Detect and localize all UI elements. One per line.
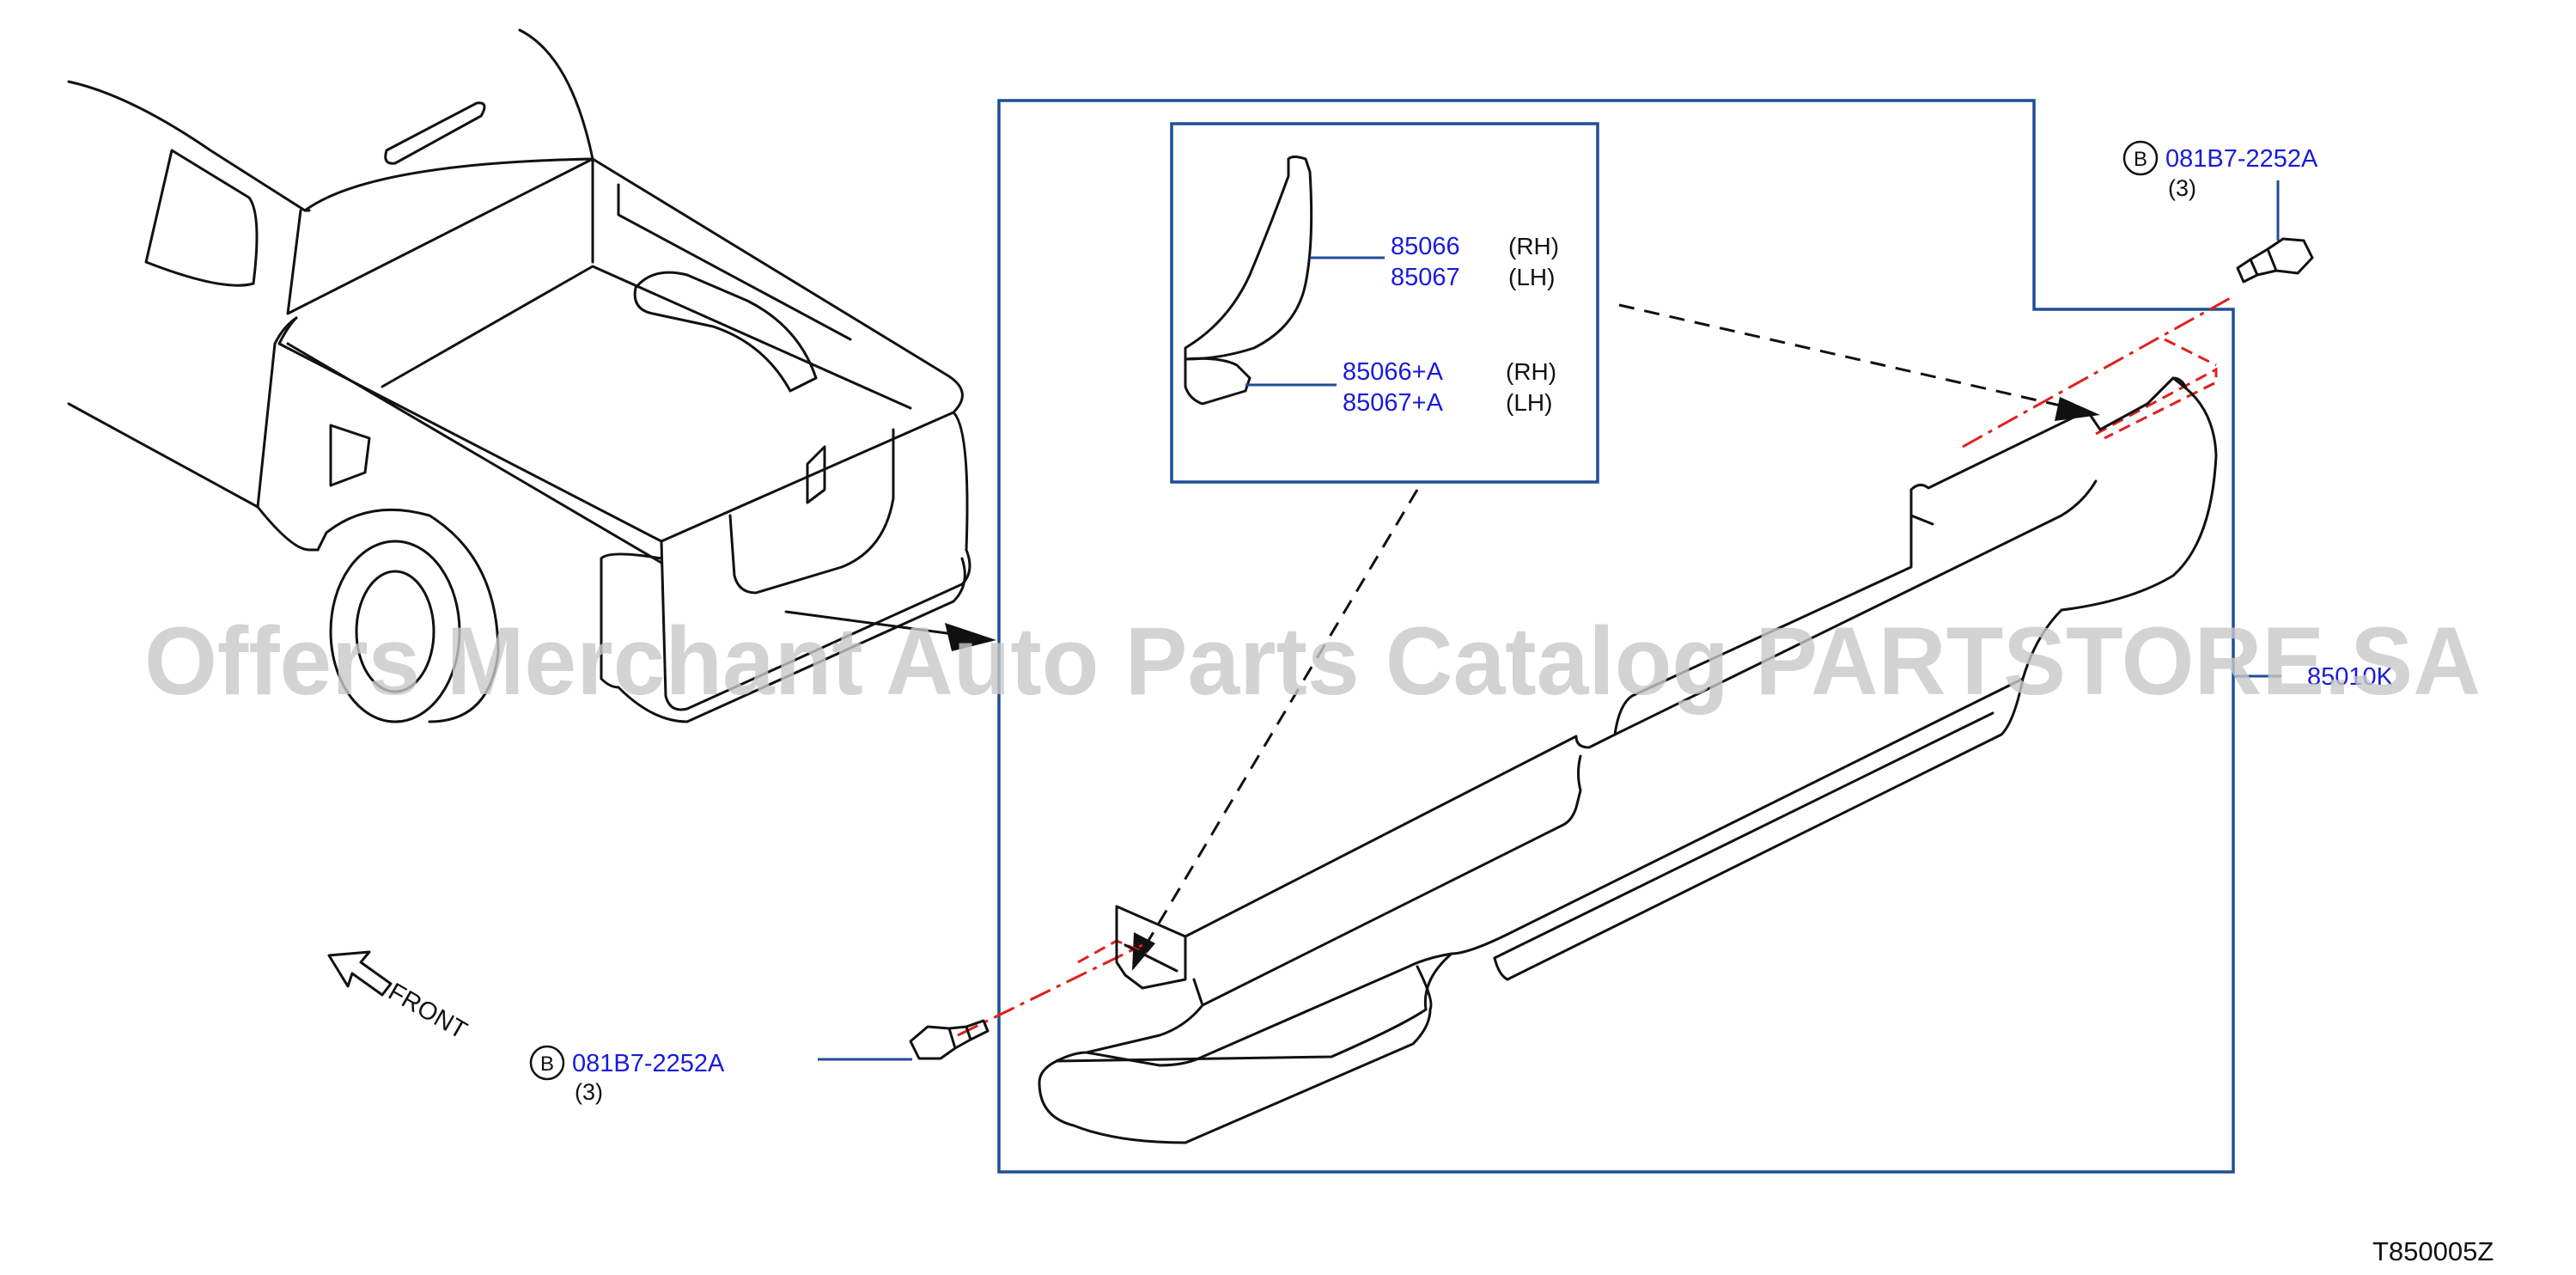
part-number-bolt-bottom[interactable]: 081B7-2252A <box>572 1050 725 1077</box>
bolt-bottom-marker: B <box>540 1052 554 1076</box>
clip-hidden-upper-b <box>2164 338 2217 367</box>
bolt-bottom-icon <box>909 1019 990 1060</box>
bolt-top-icon <box>2236 237 2314 284</box>
bolt-bottom-qty: (3) <box>575 1079 603 1105</box>
guide-arrow-lower <box>1132 932 1155 971</box>
guide-line-lower <box>1136 489 1419 959</box>
bolt-top-qty: (3) <box>2168 175 2196 201</box>
pointer-arrow <box>784 610 996 651</box>
finisher-drawing <box>1184 156 1313 406</box>
diagram-code: T850005Z <box>2372 1236 2494 1266</box>
watermark: Offers Merchant Auto Parts Catalog PARTS… <box>144 607 2481 715</box>
bolt-bottom-marker-icon <box>529 1045 565 1081</box>
bolt-top-marker: B <box>2134 148 2147 171</box>
inset-frame <box>1170 122 1599 484</box>
detail-frame <box>997 99 2235 1174</box>
bolt-top-marker-icon <box>2122 140 2159 176</box>
clip-hidden-upper <box>2095 367 2218 440</box>
part-number-85066[interactable]: 85066 <box>1391 233 1460 260</box>
part-number-85067a[interactable]: 85067+A <box>1343 389 1444 417</box>
bolt-centerline <box>957 943 1143 1037</box>
side-lh-85067: (LH) <box>1508 264 1555 290</box>
part-number-85067[interactable]: 85067 <box>1391 264 1460 291</box>
side-rh-85066: (RH) <box>1508 233 1559 259</box>
side-rh-85066a: (RH) <box>1506 358 1556 385</box>
part-number-85010k[interactable]: 85010K <box>2307 663 2394 691</box>
side-lh-85067a: (LH) <box>1506 389 1552 416</box>
part-number-bolt-top[interactable]: 081B7-2252A <box>2165 145 2318 173</box>
front-label: FRONT <box>384 978 472 1045</box>
front-arrow-icon <box>327 950 393 997</box>
rear-bumper-drawing <box>1038 376 2218 1144</box>
part-number-85066a[interactable]: 85066+A <box>1343 358 1444 386</box>
bolt-centerline-top <box>1962 295 2234 448</box>
truck-illustration <box>67 28 971 723</box>
guide-line-upper <box>1618 303 2084 412</box>
